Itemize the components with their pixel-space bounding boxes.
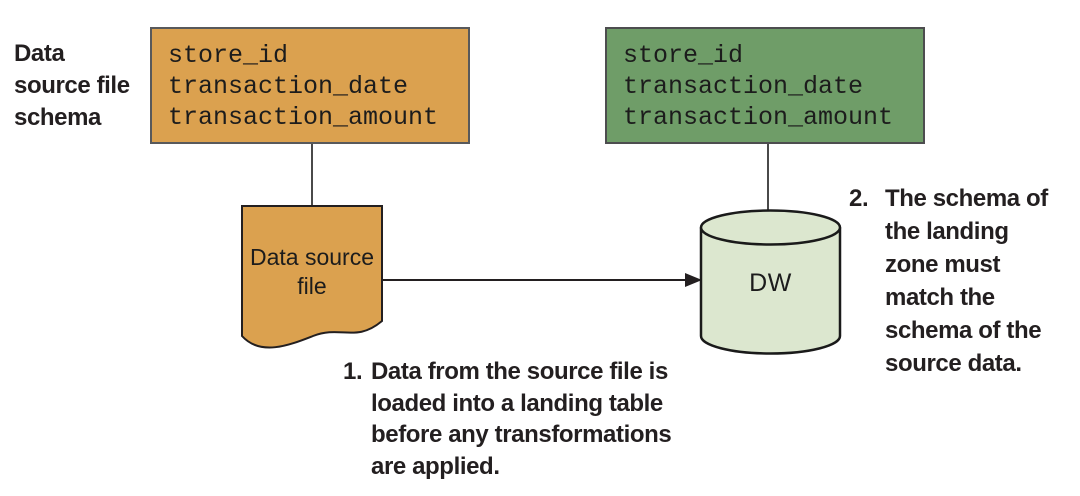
load-arrow — [383, 273, 702, 287]
left-caption-line: source file — [14, 72, 130, 99]
note-2-line: match the — [885, 284, 995, 311]
schema-field: transaction_date — [168, 72, 409, 101]
connector-source-schema — [311, 144, 313, 207]
document-label: Data source file — [241, 243, 383, 301]
document-label-line: Data source — [249, 244, 374, 270]
schema-field: transaction_amount — [168, 103, 439, 132]
note-2: 2. The schema of the landing zone must m… — [849, 182, 1048, 380]
note-2-line: The schema of — [885, 185, 1048, 212]
note-1-number: 1. — [343, 358, 363, 385]
note-2-number: 2. — [849, 185, 869, 212]
schema-field: store_id — [623, 41, 744, 70]
note-2-line: schema of the — [885, 317, 1042, 344]
note-1: 1. Data from the source file is loaded i… — [343, 356, 672, 482]
schema-field: transaction_amount — [623, 103, 894, 132]
document-label-line: file — [297, 273, 327, 299]
document-shape — [241, 205, 383, 349]
landing-schema-box: store_id transaction_date transaction_am… — [605, 27, 925, 144]
note-2-line: the landing — [885, 218, 1009, 245]
warehouse-label: DW — [749, 269, 792, 297]
schema-field: transaction_date — [623, 72, 864, 101]
left-caption-line: schema — [14, 104, 101, 131]
warehouse-cylinder-body — [699, 227, 842, 355]
warehouse-cylinder — [699, 209, 842, 355]
note-1-line: before any transformations — [371, 421, 672, 448]
warehouse-cylinder-top — [699, 209, 842, 246]
document-shape-path — [241, 205, 383, 349]
note-1-first-line: 1. Data from the source file is — [343, 356, 671, 388]
note-1-line: are applied. — [371, 452, 500, 480]
load-arrow-head — [685, 273, 702, 287]
left-caption-line: Data — [14, 40, 65, 67]
note-1-line: loaded into a landing table — [371, 389, 663, 417]
source-schema-box: store_id transaction_date transaction_am… — [150, 27, 470, 144]
note-1-line: Data from the source file is — [371, 358, 668, 385]
note-2-line: source data. — [885, 350, 1022, 377]
note-2-first-line: 2. The schema of — [849, 182, 1048, 215]
note-2-line: zone must — [885, 251, 1001, 278]
left-caption: Data source file schema — [14, 38, 130, 134]
schema-field: store_id — [168, 41, 289, 70]
connector-landing-schema — [767, 144, 769, 210]
